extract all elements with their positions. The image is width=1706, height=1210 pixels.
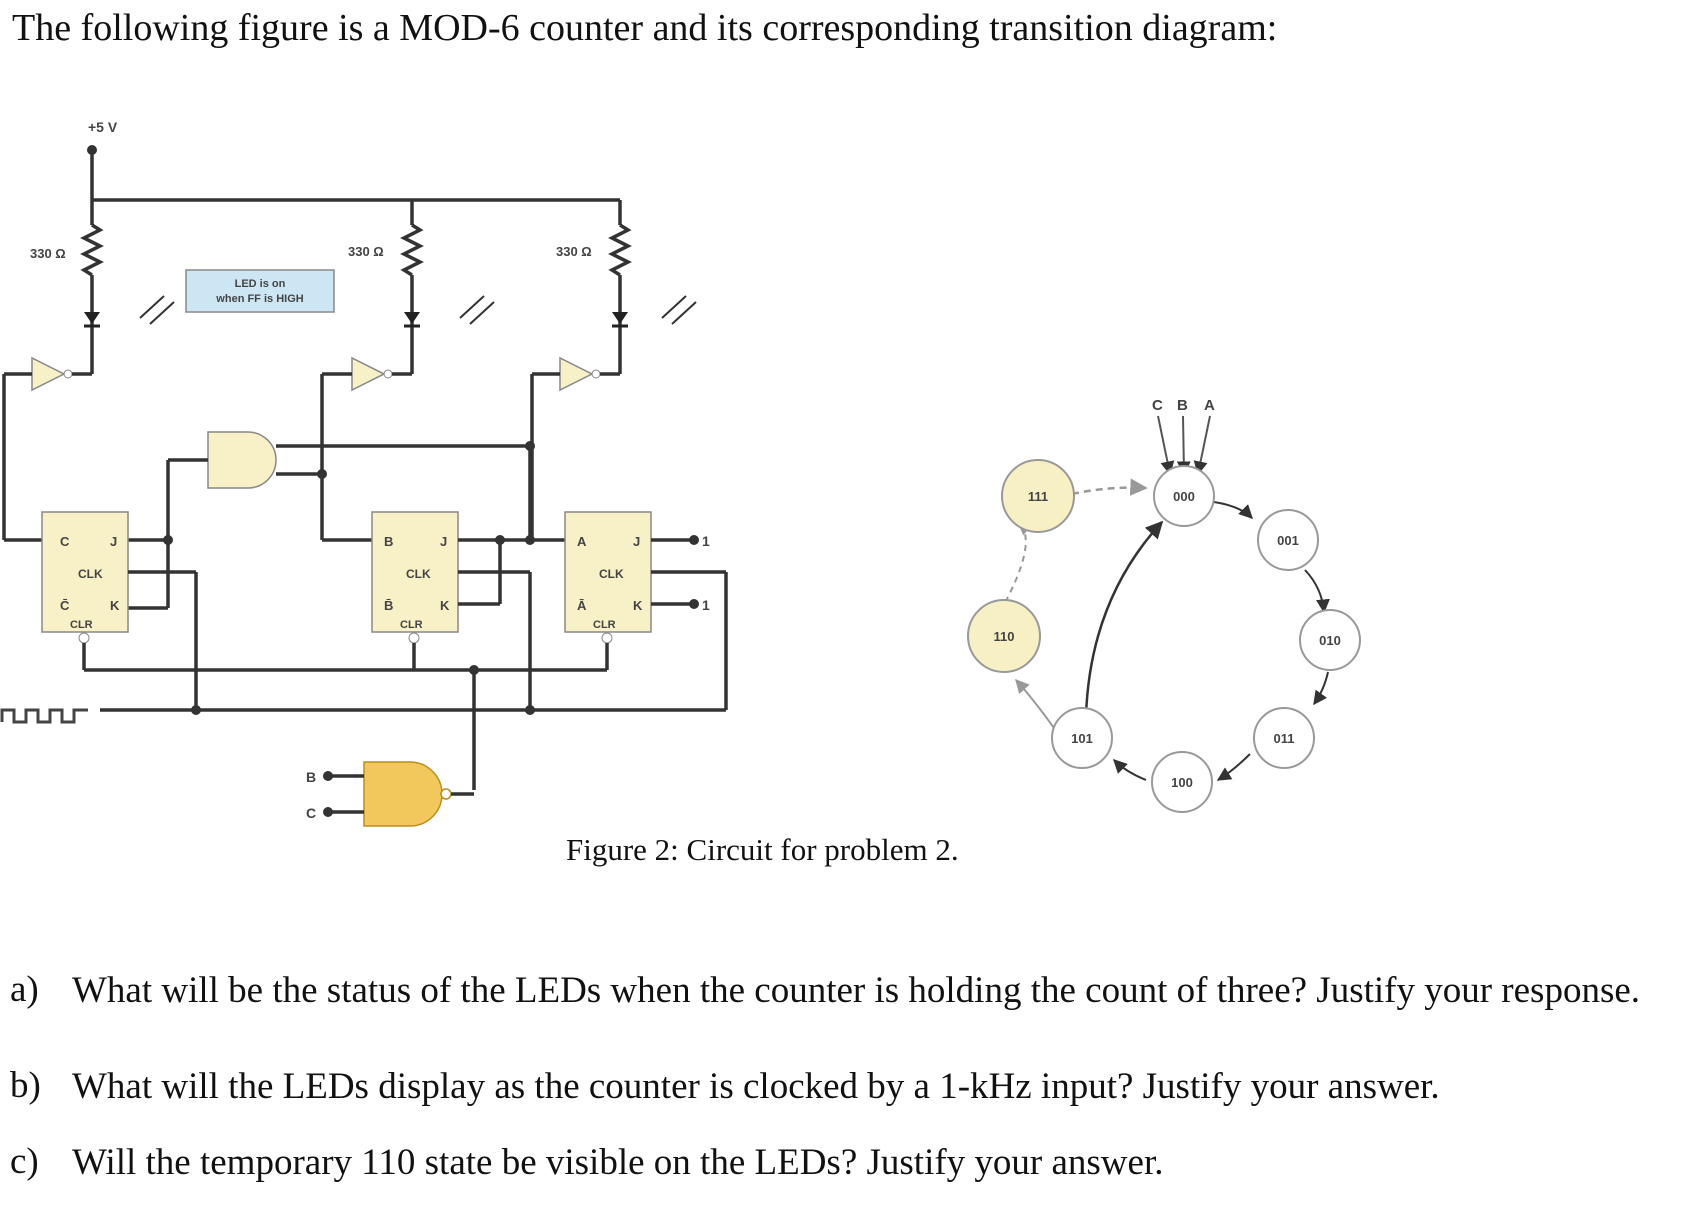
- clock-input-icon: [0, 708, 88, 724]
- led-note-box: [185, 269, 335, 313]
- flipflop-c: [41, 511, 129, 633]
- ff-c-k: K: [110, 598, 120, 613]
- state-111-label: 111: [1028, 489, 1048, 504]
- state-010: [1299, 609, 1361, 671]
- state-001: [1257, 509, 1319, 571]
- header-a: A: [1204, 397, 1215, 414]
- ff-a-q: A: [577, 534, 587, 549]
- and-gate: [207, 431, 277, 489]
- resistor-label-b: 330 Ω: [348, 244, 384, 259]
- led-note-line2: when FF is HIGH: [215, 293, 303, 305]
- ff-a-j: J: [633, 534, 640, 549]
- ff-a-k: K: [633, 598, 643, 613]
- led-b: [404, 312, 420, 324]
- resistors: 330 Ω 330 Ω 330 Ω: [30, 223, 632, 277]
- resistor-label-a: 330 Ω: [556, 244, 592, 259]
- problem-heading: The following figure is a MOD-6 counter …: [12, 7, 1278, 49]
- resistor-label-c: 330 Ω: [30, 246, 66, 261]
- ff-c-clr: CLR: [70, 619, 93, 631]
- state-101: [1051, 707, 1113, 769]
- question-a-text: What will be the status of the LEDs when…: [72, 970, 1641, 1011]
- state-100: [1151, 751, 1213, 813]
- led-c: [84, 312, 100, 324]
- ff-c-q: C: [60, 534, 70, 549]
- state-110-label: 110: [994, 629, 1015, 644]
- question-a-label: a): [10, 969, 39, 1010]
- k-const-label: 1: [702, 597, 710, 613]
- nand-gate: [363, 761, 443, 827]
- header-b: B: [1177, 397, 1188, 414]
- ff-a-clk: CLK: [599, 567, 624, 581]
- question-c-text: Will the temporary 110 state be visible …: [72, 1142, 1164, 1183]
- ff-a-clr: CLR: [593, 619, 616, 631]
- resistor-a: [608, 223, 632, 277]
- inverter-b: [351, 356, 386, 392]
- state-010-label: 010: [1319, 633, 1341, 648]
- resistor-b: [400, 223, 424, 277]
- inverter-a: [559, 356, 594, 392]
- ff-b-q: B: [384, 534, 393, 549]
- leds: [84, 295, 697, 328]
- ff-b-j: J: [440, 534, 447, 549]
- ff-b-clk: CLK: [406, 567, 431, 581]
- flipflop-b: [371, 511, 459, 633]
- led-light-icon: [139, 295, 697, 325]
- ff-c-j: J: [110, 534, 117, 549]
- nand-input-c: C: [306, 805, 316, 821]
- header-c: C: [1152, 397, 1163, 414]
- led-a: [612, 312, 628, 324]
- figure-graphic: +5 V 330 Ω 330 Ω 330 Ω: [0, 119, 1361, 827]
- state-101-label: 101: [1071, 731, 1093, 746]
- state-011-label: 011: [1274, 731, 1295, 746]
- state-000-label: 000: [1173, 489, 1195, 504]
- state-001-label: 001: [1277, 533, 1299, 548]
- resistor-c: [80, 223, 104, 277]
- state-100-label: 100: [1171, 775, 1193, 790]
- ff-c-clk: CLK: [78, 567, 103, 581]
- question-b-label: b): [10, 1065, 41, 1106]
- flipflop-a: [564, 511, 652, 633]
- question-c-label: c): [10, 1141, 39, 1182]
- j-const-label: 1: [702, 533, 710, 549]
- ff-b-qbar: B̄: [384, 598, 393, 613]
- state-111: [1001, 459, 1075, 533]
- state-011: [1253, 707, 1315, 769]
- inverter-c: [31, 356, 66, 392]
- supply-label: +5 V: [88, 119, 118, 135]
- ff-c-qbar: C̄: [60, 598, 70, 613]
- nand-input-b: B: [306, 769, 316, 785]
- state-000: [1153, 465, 1215, 527]
- figure-caption: Figure 2: Circuit for problem 2.: [566, 832, 959, 867]
- transition-diagram: C B A 000 001 010 011 100 101 110 111: [967, 397, 1361, 813]
- ff-b-clr: CLR: [400, 619, 423, 631]
- ff-b-k: K: [440, 598, 450, 613]
- state-110: [967, 599, 1041, 673]
- led-note-line1: LED is on: [235, 278, 286, 290]
- ff-a-qbar: Ā: [577, 598, 587, 613]
- mod6-counter-circuit: +5 V 330 Ω 330 Ω 330 Ω: [0, 119, 728, 827]
- question-b-text: What will the LEDs display as the counte…: [72, 1066, 1440, 1107]
